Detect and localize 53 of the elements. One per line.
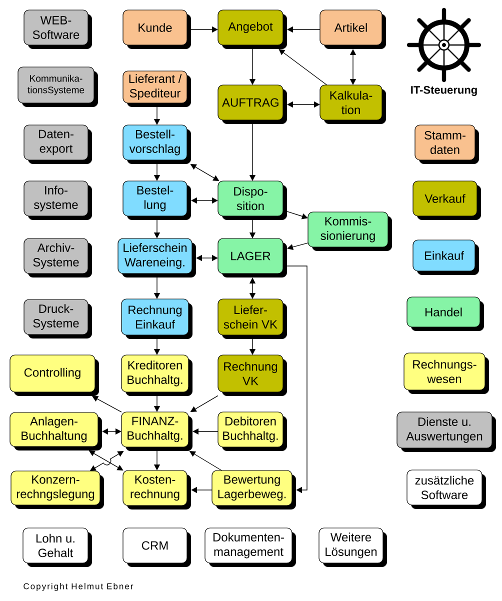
arrow (278, 49, 328, 86)
copyright-note: Copyright Helmut Ebner (24, 583, 134, 591)
double-arrow (102, 428, 122, 435)
process-box: Kreditoren Buchhaltg. (121, 354, 192, 396)
module-box: Daten- export (24, 124, 92, 164)
arrow (287, 242, 308, 250)
process-box: Anlagen- Buchhaltung (10, 412, 102, 450)
process-box: Debitoren Buchhaltg. (218, 412, 287, 451)
module-box: Lohn u. Gehalt (22, 528, 92, 567)
double-arrow (350, 49, 356, 85)
process-box: Angebot (218, 10, 287, 49)
module-box: Druck- Systeme (24, 299, 92, 338)
category-box: Rechnungs- wesen (404, 352, 489, 394)
arrow (286, 211, 308, 220)
process-box: Kosten- rechnung (122, 470, 191, 510)
category-box: Dienste u. Auswertungen (396, 412, 496, 452)
double-arrow (196, 254, 218, 262)
process-box: Kalkula- tion (320, 84, 386, 124)
process-box: AUFTRAG (218, 84, 287, 124)
module-box: Info- systeme (24, 180, 92, 220)
module-box: Archiv- Systeme (24, 238, 92, 278)
process-box: Kunde (122, 10, 191, 49)
process-box: Kommis- sionierung (308, 212, 392, 251)
process-box: Rechnung Einkauf (121, 298, 192, 339)
process-box: Bestell- vorschlag (122, 124, 191, 164)
module-box: Dokumenten- management (204, 528, 296, 567)
module-box: Kommunika- tionsSysteme (18, 66, 98, 107)
arrow (92, 396, 122, 412)
module-box: WEB- Software (24, 10, 92, 49)
process-box: Bestel- lung (122, 180, 191, 220)
process-box: Bewertung Lagerbeweg. (212, 470, 296, 510)
module-box: CRM (122, 528, 191, 567)
process-box: Rechnung VK (218, 354, 287, 396)
category-box: Einkauf (412, 240, 479, 275)
double-arrow (249, 278, 256, 299)
process-box: FINANZ- Buchhaltg. (121, 412, 192, 451)
process-box: Artikel (320, 10, 386, 49)
category-box: Verkauf (412, 180, 481, 220)
process-box: Liefer- schein VK (218, 298, 287, 339)
process-box: Controlling (10, 354, 99, 396)
category-box: Stamm- daten (414, 124, 479, 164)
process-box: Lieferant / Spediteur (122, 70, 191, 107)
module-box: Weitere Lösungen (318, 528, 387, 567)
category-box: zusätzliche Software (406, 470, 486, 509)
icon-caption: IT-Steuerung (411, 86, 477, 96)
double-arrow (287, 101, 320, 108)
process-box: Lieferschein Wareneing. (118, 238, 196, 278)
arrow (286, 266, 308, 494)
process-box: Konzern- rechngslegung (10, 470, 104, 509)
double-arrow (191, 197, 218, 204)
process-box: Dispo- sition (218, 180, 287, 220)
category-box: Handel (406, 296, 484, 331)
process-box: LAGER (218, 238, 287, 278)
